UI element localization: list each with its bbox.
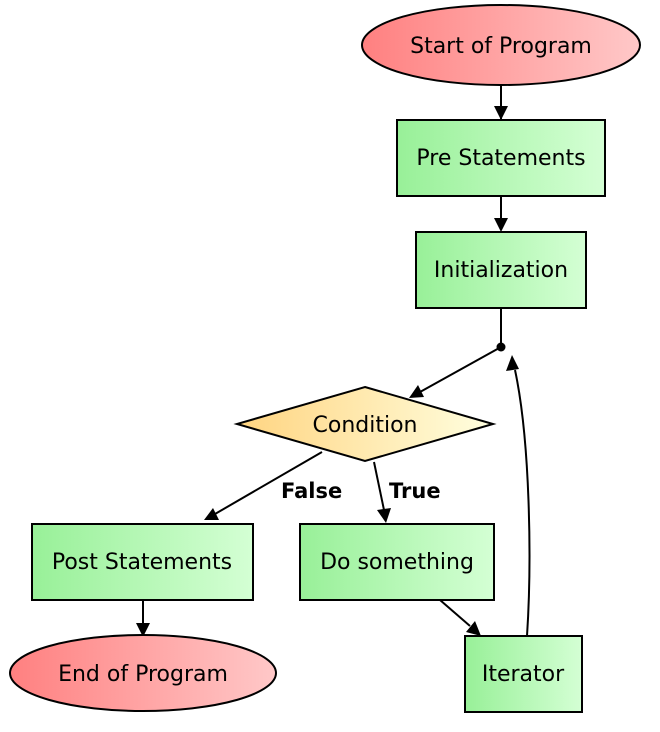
initialization-label: Initialization [434, 258, 568, 283]
node-iterator[interactable]: Iterator [464, 635, 583, 713]
edge-condition-to-do-line [373, 461, 385, 511]
arrowhead-iterator-to-junction [506, 355, 519, 371]
start-ellipse [361, 4, 641, 86]
post-statements-box [31, 523, 254, 601]
edge-junction-to-condition-line [419, 346, 502, 393]
do-something-label: Do something [320, 550, 474, 575]
node-pre-statements[interactable]: Pre Statements [396, 119, 606, 197]
node-condition[interactable]: Condition [233, 385, 497, 463]
arrowhead-pre-to-init [494, 218, 508, 232]
arrowhead-condition-to-post [204, 508, 219, 520]
arrowhead-condition-to-do [377, 508, 391, 523]
post-statements-label: Post Statements [52, 550, 232, 575]
edge-label-false: False [281, 479, 342, 503]
node-post-statements[interactable]: Post Statements [31, 523, 254, 601]
pre-statements-label: Pre Statements [416, 146, 585, 171]
arrowhead-start-to-pre [494, 106, 508, 120]
node-initialization[interactable]: Initialization [415, 231, 587, 309]
pre-statements-box [396, 119, 606, 197]
end-label: End of Program [58, 662, 228, 687]
node-do-something[interactable]: Do something [299, 523, 495, 601]
iterator-box [464, 635, 583, 713]
condition-diamond [233, 385, 497, 463]
edge-label-true: True [389, 479, 441, 503]
node-start[interactable]: Start of Program [361, 4, 641, 86]
condition-label: Condition [313, 413, 418, 438]
edge-iterator-to-junction-line [514, 369, 531, 637]
arrowhead-junction-to-condition [409, 385, 424, 398]
edge-condition-to-post-line [214, 451, 323, 515]
node-end[interactable]: End of Program [9, 634, 277, 712]
edges [136, 85, 531, 637]
arrowhead-do-to-iterator [466, 621, 481, 636]
arrowhead-post-to-end [136, 623, 150, 637]
edge-do-to-iterator-line [439, 599, 471, 627]
initialization-box [415, 231, 587, 309]
end-ellipse [9, 634, 277, 712]
start-label: Start of Program [410, 34, 592, 59]
iterator-label: Iterator [482, 662, 565, 687]
do-something-box [299, 523, 495, 601]
